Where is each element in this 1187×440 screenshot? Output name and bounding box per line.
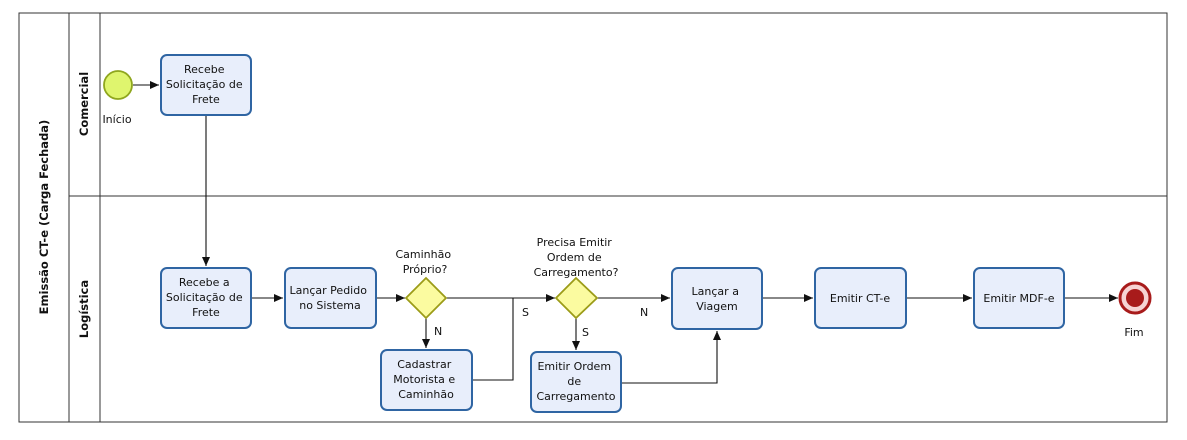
lane-label-comercial: Comercial [77,72,91,136]
flow-label-caminhao-n: N [434,325,442,338]
flow-cadastrar-to-gateway2 [472,298,514,381]
gateway-text-line: Próprio? [403,263,448,276]
svg-text:Recebe Solicitação de: Recebe Solicitação de Frete [166,63,246,106]
task-recebe-solicitacao[interactable]: Recebe Solicitação de Frete [160,54,252,116]
task-emitir-mdfe[interactable]: Emitir MDF-e [973,267,1065,329]
task-text-line: Recebe [184,63,225,76]
pool-frame [18,12,1168,423]
flow-label-precisa-s: S [582,326,589,339]
gateway-text-line: Caminhão [395,248,451,261]
task-text-line: Recebe a [179,276,230,289]
task-emitir-ordem[interactable]: Emitir Ordem de Carregamento [530,351,622,413]
sequence-flows [133,81,1118,384]
start-event-label: Início [102,113,131,126]
gateway-precisa-emitir[interactable] [554,276,599,320]
task-emitir-cte[interactable]: Emitir CT-e [814,267,907,329]
gateway-caminhao-proprio-label: Caminhão Próprio? [395,248,454,276]
svg-text:Emitir MDF-e: Emitir MDF-e [983,292,1054,305]
task-lancar-viagem[interactable]: Lançar a Viagem [671,267,763,330]
pool-title: Emissão CT-e (Carga Fechada) [37,120,51,315]
gateway-text-line: Ordem de [547,251,602,264]
lane-label-logistica: Logística [77,280,91,338]
flow-label-precisa-n: N [640,306,648,319]
svg-text:Emitir Ordem de Ca: Emitir Ordem de Carregamento [536,360,615,403]
task-text-line: Emitir CT-e [830,292,890,305]
task-text-line: Motorista e [393,373,455,386]
gateway-precisa-emitir-label: Precisa Emitir Ordem de Carregamento? [534,236,619,279]
task-text-line: Caminhão [398,388,454,401]
task-text-line: de [567,375,581,388]
svg-text:Emitir CT-e: Emitir CT-e [830,292,890,305]
task-recebe-a-solicitacao[interactable]: Recebe a Solicitação de Frete [160,267,252,329]
task-text-line: Emitir MDF-e [983,292,1054,305]
task-text-line: Emitir Ordem [537,360,611,373]
task-text-line: Cadastrar [397,358,451,371]
flow-label-caminhao-s: S [522,306,529,319]
gateway-caminhao-proprio[interactable] [404,276,448,320]
task-text-line: Frete [192,306,220,319]
task-text-line: Carregamento [536,390,615,403]
task-text-line: Frete [192,93,220,106]
flow-emitir-ordem-to-lancar-viagem [621,331,721,384]
gateway-text-line: Precisa Emitir [537,236,613,249]
gateway-text-line: Carregamento? [534,266,619,279]
task-text-line: Viagem [696,300,738,313]
svg-text:Cadastrar Motorista e: Cadastrar Motorista e Caminhão [393,358,458,401]
svg-text:Recebe a Solicitação de: Recebe a Solicitação de Frete [166,276,246,319]
svg-text:Lançar a Viagem: Lançar a Viagem [692,285,743,313]
task-text-line: Solicitação de [166,78,243,91]
task-text-line: no Sistema [299,299,361,312]
end-event[interactable] [1118,281,1152,315]
task-cadastrar[interactable]: Cadastrar Motorista e Caminhão [380,349,473,411]
task-text-line: Solicitação de [166,291,243,304]
task-text-line: Lançar Pedido [290,284,368,297]
end-event-label: Fim [1124,326,1143,339]
start-event[interactable] [103,70,133,100]
task-lancar-pedido[interactable]: Lançar Pedido no Sistema [284,267,377,329]
task-text-line: Lançar a [692,285,739,298]
svg-text:Lançar Pedido no Sistema: Lançar Pedido no Sistema [290,284,371,312]
